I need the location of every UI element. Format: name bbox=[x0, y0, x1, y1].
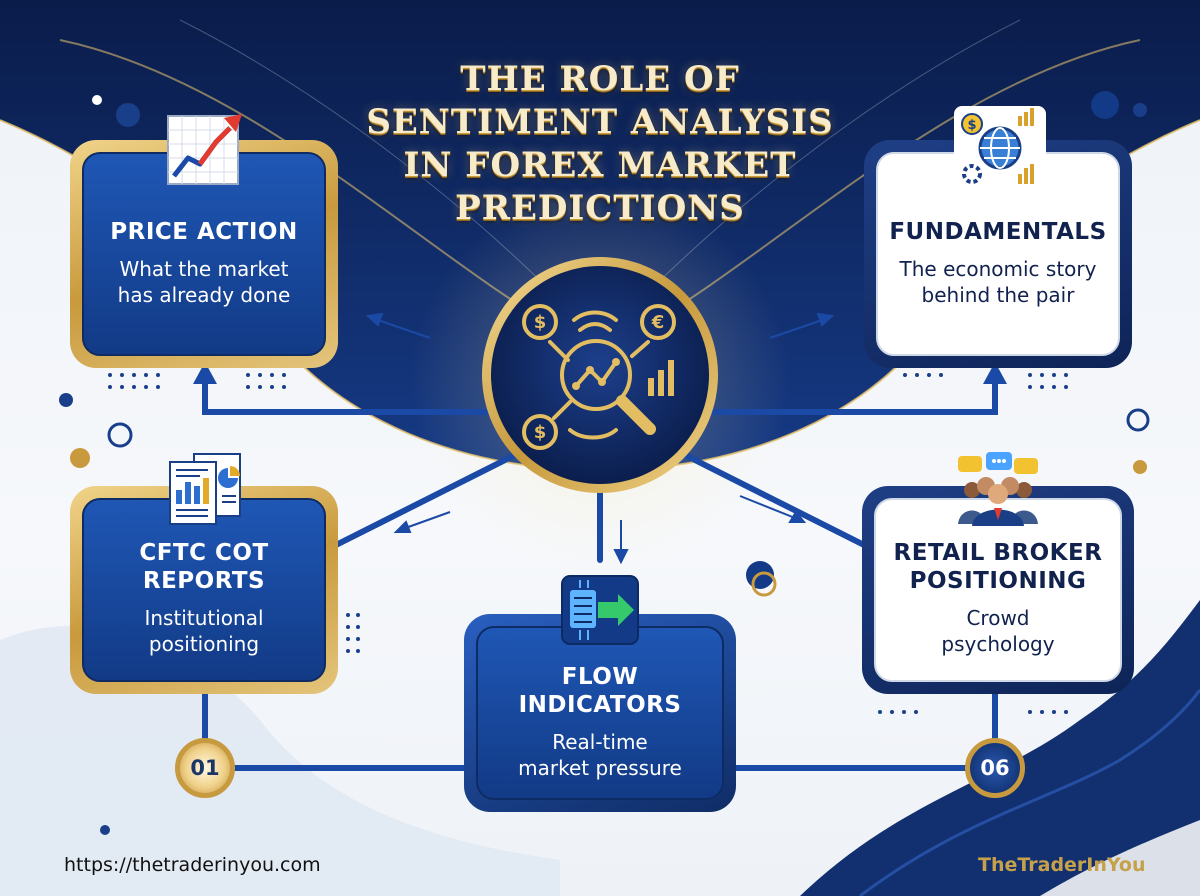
desc-line: Crowd bbox=[966, 606, 1030, 630]
title-line: POSITIONING bbox=[909, 568, 1087, 594]
card-cftc-body: CFTC COT REPORTS Institutional positioni… bbox=[82, 498, 326, 682]
circuit-flow-icon bbox=[561, 575, 639, 645]
desc-line: behind the pair bbox=[921, 283, 1075, 307]
desc-line: What the market bbox=[119, 257, 289, 281]
card-flow-body: FLOW INDICATORS Real-time market pressur… bbox=[476, 626, 724, 800]
title-line: SENTIMENT ANALYSIS bbox=[366, 102, 834, 142]
report-documents-icon bbox=[169, 453, 241, 525]
card-retail-body: RETAIL BROKER POSITIONING Crowd psycholo… bbox=[874, 498, 1122, 682]
footer-brand: TheTraderInYou bbox=[978, 854, 1146, 876]
chart-up-arrow-icon bbox=[167, 114, 242, 185]
card-title: PRICE ACTION bbox=[110, 219, 298, 245]
desc-line: has already done bbox=[117, 283, 291, 307]
desc-line: positioning bbox=[148, 632, 260, 656]
footer-url-link[interactable]: https://thetraderinyou.com bbox=[64, 854, 321, 876]
desc-line: The economic story bbox=[899, 257, 1097, 281]
svg-text:$: $ bbox=[967, 118, 976, 133]
svg-text:$: $ bbox=[534, 312, 547, 333]
card-description: Institutional positioning bbox=[144, 605, 263, 657]
title-line: IN FOREX MARKET bbox=[403, 145, 797, 185]
card-title: RETAIL BROKER POSITIONING bbox=[894, 539, 1103, 595]
svg-text:$: $ bbox=[534, 422, 547, 443]
card-description: The economic story behind the pair bbox=[900, 256, 1097, 308]
globe-economy-icon: $ bbox=[954, 106, 1046, 190]
step-badge-06: 06 bbox=[965, 738, 1025, 798]
card-description: Crowd psychology bbox=[941, 605, 1054, 657]
title-line: REPORTS bbox=[142, 568, 266, 594]
card-title: CFTC COT REPORTS bbox=[139, 539, 268, 595]
desc-line: Institutional bbox=[144, 606, 264, 630]
svg-text:€: € bbox=[651, 312, 665, 333]
card-flow-indicators: FLOW INDICATORS Real-time market pressur… bbox=[464, 614, 736, 812]
card-price-action-body: PRICE ACTION What the market has already… bbox=[82, 152, 326, 356]
card-description: Real-time market pressure bbox=[518, 729, 682, 781]
crowd-chat-icon bbox=[958, 452, 1038, 526]
page-title: THE ROLE OF SENTIMENT ANALYSIS IN FOREX … bbox=[330, 58, 870, 230]
magnifier-currency-icon: $ € $ bbox=[522, 304, 676, 450]
card-title: FUNDAMENTALS bbox=[889, 219, 1107, 245]
title-line: INDICATORS bbox=[518, 692, 682, 718]
title-line: RETAIL BROKER bbox=[893, 540, 1103, 566]
title-line: CFTC COT bbox=[139, 540, 269, 566]
desc-line: market pressure bbox=[518, 756, 682, 780]
title-line: FLOW bbox=[561, 664, 639, 690]
card-title: FLOW INDICATORS bbox=[519, 663, 682, 719]
card-description: What the market has already done bbox=[118, 256, 291, 308]
desc-line: psychology bbox=[941, 632, 1055, 656]
step-badge-01: 01 bbox=[175, 738, 235, 798]
title-line: THE ROLE OF bbox=[460, 59, 740, 99]
title-line: PREDICTIONS bbox=[455, 188, 745, 228]
desc-line: Real-time bbox=[552, 730, 648, 754]
